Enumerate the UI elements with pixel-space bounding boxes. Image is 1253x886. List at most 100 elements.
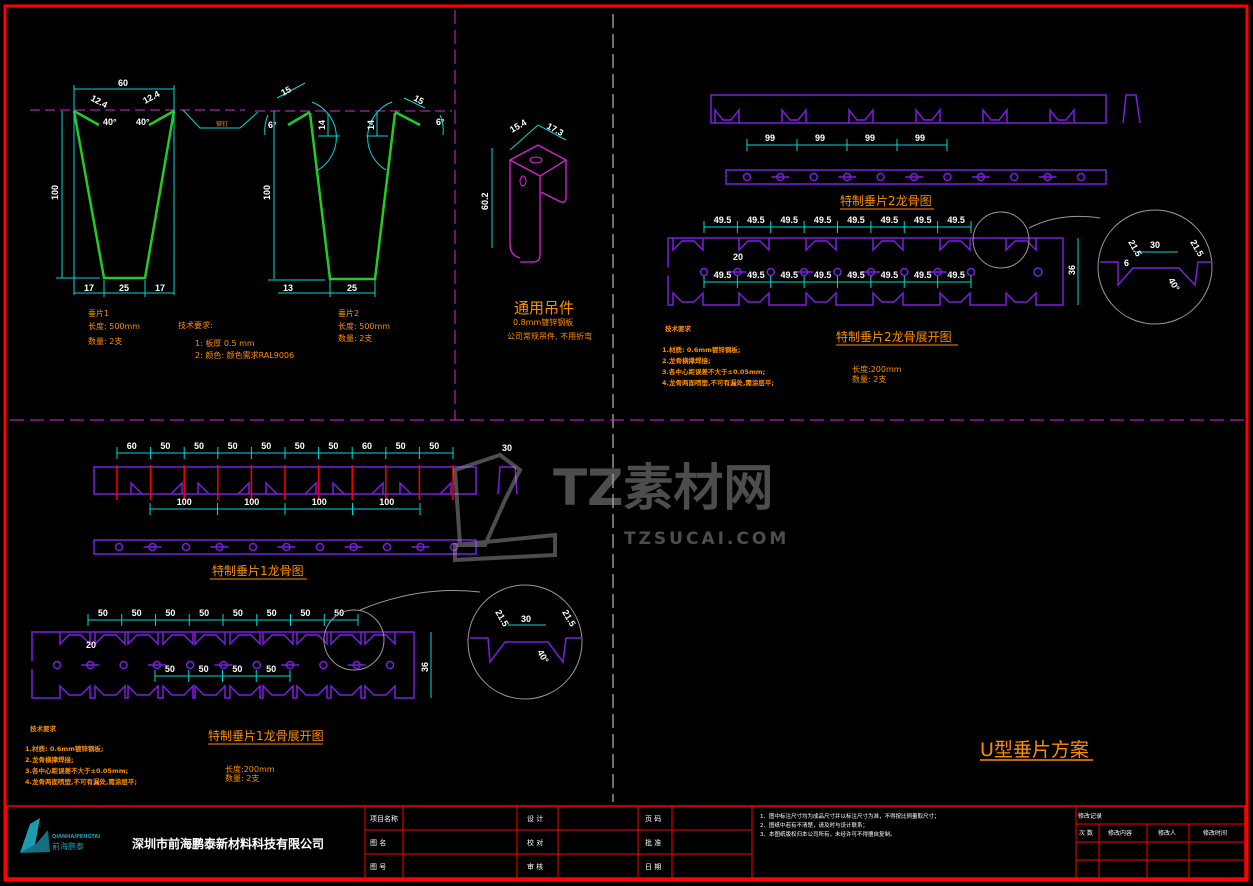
part1-drawing: 铆钉 60 100 12.4 12.4 40° 40° 17 25 17 [30,78,259,297]
keel2-exp-top-dim-label: 49.5 [714,215,732,225]
keel1-title: 特制垂片1龙骨图 [212,563,304,578]
keel1-detail-b: 21.5 [560,608,577,628]
keel1-exp-hole [352,660,361,670]
keel1-tech-item: 4.龙骨两面喷塑,不可有漏处,需涂层平; [25,777,137,786]
keel1-exp-strip-top-notch [162,632,194,646]
part1-name: 垂片1 [88,308,109,318]
keel2-exp-hole [833,267,842,277]
keel2-hole [1076,172,1086,182]
tb-note: 2、图纸中若有不清楚，请及时与设计联系； [760,821,868,829]
keel1-hole [215,542,224,552]
dim2-angle-right: 6° [436,117,445,127]
keel2-exp-bottom-dim-label: 49.5 [914,270,932,280]
keel2-tech-item: 2.龙骨横撑焊接; [662,356,711,365]
keel2-exp-top-dim-label: 49.5 [847,215,865,225]
keel2-strip [710,94,1107,124]
keel1-notch [332,481,345,495]
keel1-exp-top-dim-label: 50 [267,608,277,618]
company-name: 深圳市前海鹏泰新材料科技有限公司 [132,836,324,851]
keel1-exp-strip-top-notch [127,632,159,646]
keel2-exp-bottom-dim-label: 49.5 [881,270,899,280]
tb-label: 审 核 [527,862,543,871]
keel1-hole [349,542,358,552]
keel2-exp-hole [966,267,976,277]
keel1-top-dim-label: 60 [127,441,137,451]
hanger-dim: 17.3 [545,121,565,138]
keel2-exp-top-dim-label: 49.5 [947,215,965,225]
keel2-qty: 数量: 2支 [852,374,886,384]
keel2-exp-top-dim-label: 49.5 [780,215,798,225]
keel1-top-dim-label: 50 [194,441,204,451]
tech1-item: 2: 颜色: 颜色需求RAL9006 [195,350,294,360]
hanger-dim: 60.2 [480,192,490,210]
keel2-exp-bottom-dim-label: 49.5 [947,270,965,280]
hanger-drawing: 15.4 17.3 60.2 通用吊件 0.8mm镀锌钢板 公司常规吊件, 不用… [480,117,592,341]
keel1-top-dim-label: 50 [328,441,338,451]
keel1-hole [248,542,258,552]
tb-label: 项目名称 [370,814,398,823]
keel1-notch [399,481,412,495]
keel1-exp-top-dim-label: 50 [165,608,175,618]
tb-note: 3、本图纸版权归本公司所有，未经许可不得擅自复制。 [760,830,896,838]
keel1-top-dim-label: 50 [228,441,238,451]
keel1-hole [148,542,157,552]
keel1-hole [282,542,291,552]
keel1-top-dim-label: 60 [362,441,372,451]
keel2-exp-hole-dim: 20 [733,252,743,262]
logo-en: QIANHAIPENGTAI [52,834,100,840]
title-block: QIANHAIPENGTAI 前海鹏泰 深圳市前海鹏泰新材料科技有限公司 项目名… [6,805,1246,879]
watermark-text: TZ素材网 [553,459,773,517]
keel2-exp-hole [1033,267,1043,277]
keel1-end-dim: 30 [502,443,512,453]
rivet-label: 铆钉 [216,120,228,128]
keel2-tech-item: 1.材质: 0.6mm镀锌钢板; [662,345,741,354]
keel1-exp-height-dim: 36 [420,662,430,672]
dim-bottom-right: 17 [155,283,165,293]
keel2-exp-strip-top-notch [1005,238,1037,252]
keel2-exp-bottom-dim-label: 49.5 [714,270,732,280]
dim-flange-right: 12.4 [141,89,161,106]
keel2-tech-item: 3.各中心距误差不大于±0.05mm; [662,367,765,376]
keel1-top-dim-label: 50 [429,441,439,451]
revision-title: 修改记录 [1078,812,1102,820]
dim2-drop-left: 14 [317,120,327,130]
keel2-tech-item: 4.龙骨两面喷塑,不可有漏处,需涂层平; [662,378,774,387]
keel1-exp-title: 特制垂片1龙骨展开图 [208,728,324,743]
hanger-dim: 15.4 [508,117,528,134]
keel1-exp-top-dim-label: 50 [199,608,209,618]
keel1-exp-strip-top-notch [59,632,91,646]
keel1-exp-hole [119,660,128,670]
keel2-dim-label: 99 [765,133,775,143]
keel2-exp-strip-top-notch [939,238,971,252]
tb-label: 设 计 [527,814,543,823]
keel1-detail-profile [470,637,582,665]
keel2-hole [742,172,752,182]
keel1-detail-leader [359,590,481,611]
keel2-hole [1043,172,1052,182]
keel2-detail-c: 6 [1124,258,1129,268]
dim-angle-right: 40° [136,117,150,127]
keel1-notch [265,481,278,495]
keel1-top-dim-label: 50 [261,441,271,451]
tb-label: 图 号 [370,863,386,871]
keel1-length: 长度:200mm [225,764,275,774]
dim-height: 100 [50,185,60,200]
keel2-exp-hole [933,267,942,277]
dim2-angle-left: 6° [268,120,277,130]
keel1-exp-strip-top-notch [330,632,362,646]
keel1-notch [197,481,210,495]
keel2-exp-strip-top-notch [738,238,770,252]
keel1-detail-circle [467,584,583,700]
keel2-dim-label: 99 [915,133,925,143]
revision-col: 次 数 [1079,829,1093,837]
tech1-title: 技术要求: [178,320,213,330]
keel1-exp-top-dim-label: 50 [132,608,142,618]
keel2-tech-title: 技术要求 [665,324,692,333]
keel2-exp-hole [733,267,742,277]
hanger-title: 通用吊件 [514,299,574,317]
keel1-top-dim-label: 50 [396,441,406,451]
keel2-exp-bottom-dim-label: 49.5 [847,270,865,280]
keel1-exp-hole [319,660,328,670]
keel1-bottom-dim-label: 100 [244,497,259,507]
